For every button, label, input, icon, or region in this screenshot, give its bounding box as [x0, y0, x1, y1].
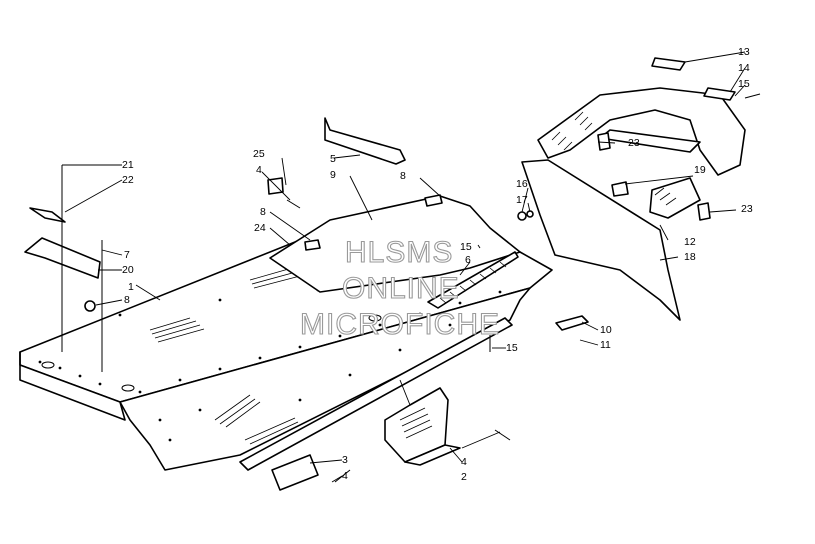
- callout-24: 24: [254, 222, 266, 234]
- callout-15: 15: [738, 78, 750, 90]
- callout-22: 22: [122, 174, 134, 186]
- callout-7: 7: [124, 249, 130, 261]
- callout-21: 21: [122, 159, 134, 171]
- rear-flap-part: [521, 159, 701, 321]
- left-brackets: [24, 165, 103, 372]
- callout-1: 1: [128, 281, 134, 293]
- top-panel-part: [269, 195, 521, 293]
- callout-4: 4: [256, 164, 262, 176]
- watermark-line-1: HLSMS: [345, 236, 453, 269]
- watermark: HLSMS ONLINE MICROFICHE: [299, 235, 500, 341]
- callout-14: 14: [738, 62, 750, 74]
- callout-23: 23: [741, 203, 753, 215]
- callout-11: 11: [600, 339, 611, 351]
- callout-8: 8: [124, 294, 130, 306]
- hardware-parts: [267, 93, 761, 483]
- strap-part: [427, 251, 519, 309]
- callout-15: 15: [506, 342, 518, 354]
- callout-labels: 1 2 3 4 4 4 5 6 7 8 8 8 9 10 11 12 13 14…: [122, 46, 753, 483]
- callout-8: 8: [260, 206, 266, 218]
- callout-8: 8: [400, 170, 406, 182]
- callout-5: 5: [330, 153, 336, 165]
- callout-15: 15: [460, 241, 472, 253]
- callout-3: 3: [342, 454, 348, 466]
- bottom-brackets: [271, 379, 461, 491]
- grab-bar-part: [537, 57, 746, 176]
- callout-16: 16: [516, 178, 528, 190]
- watermark-line-2: ONLINE: [342, 272, 460, 305]
- callout-25: 25: [253, 148, 265, 160]
- callout-12: 12: [684, 236, 696, 248]
- callout-17: 17: [516, 194, 528, 206]
- callout-10: 10: [600, 324, 612, 336]
- callout-18: 18: [684, 251, 696, 263]
- decal-part: [324, 117, 406, 165]
- leader-lines: [62, 51, 746, 483]
- callout-2: 2: [461, 471, 467, 483]
- callout-19: 19: [694, 164, 706, 176]
- callout-9: 9: [330, 169, 336, 181]
- callout-6: 6: [465, 254, 471, 266]
- callout-4: 4: [342, 470, 348, 482]
- callout-20: 20: [122, 264, 134, 276]
- callout-23: 23: [628, 137, 640, 149]
- callout-4: 4: [461, 456, 467, 468]
- watermark-line-3: MICROFICHE: [300, 308, 500, 341]
- callout-13: 13: [738, 46, 750, 58]
